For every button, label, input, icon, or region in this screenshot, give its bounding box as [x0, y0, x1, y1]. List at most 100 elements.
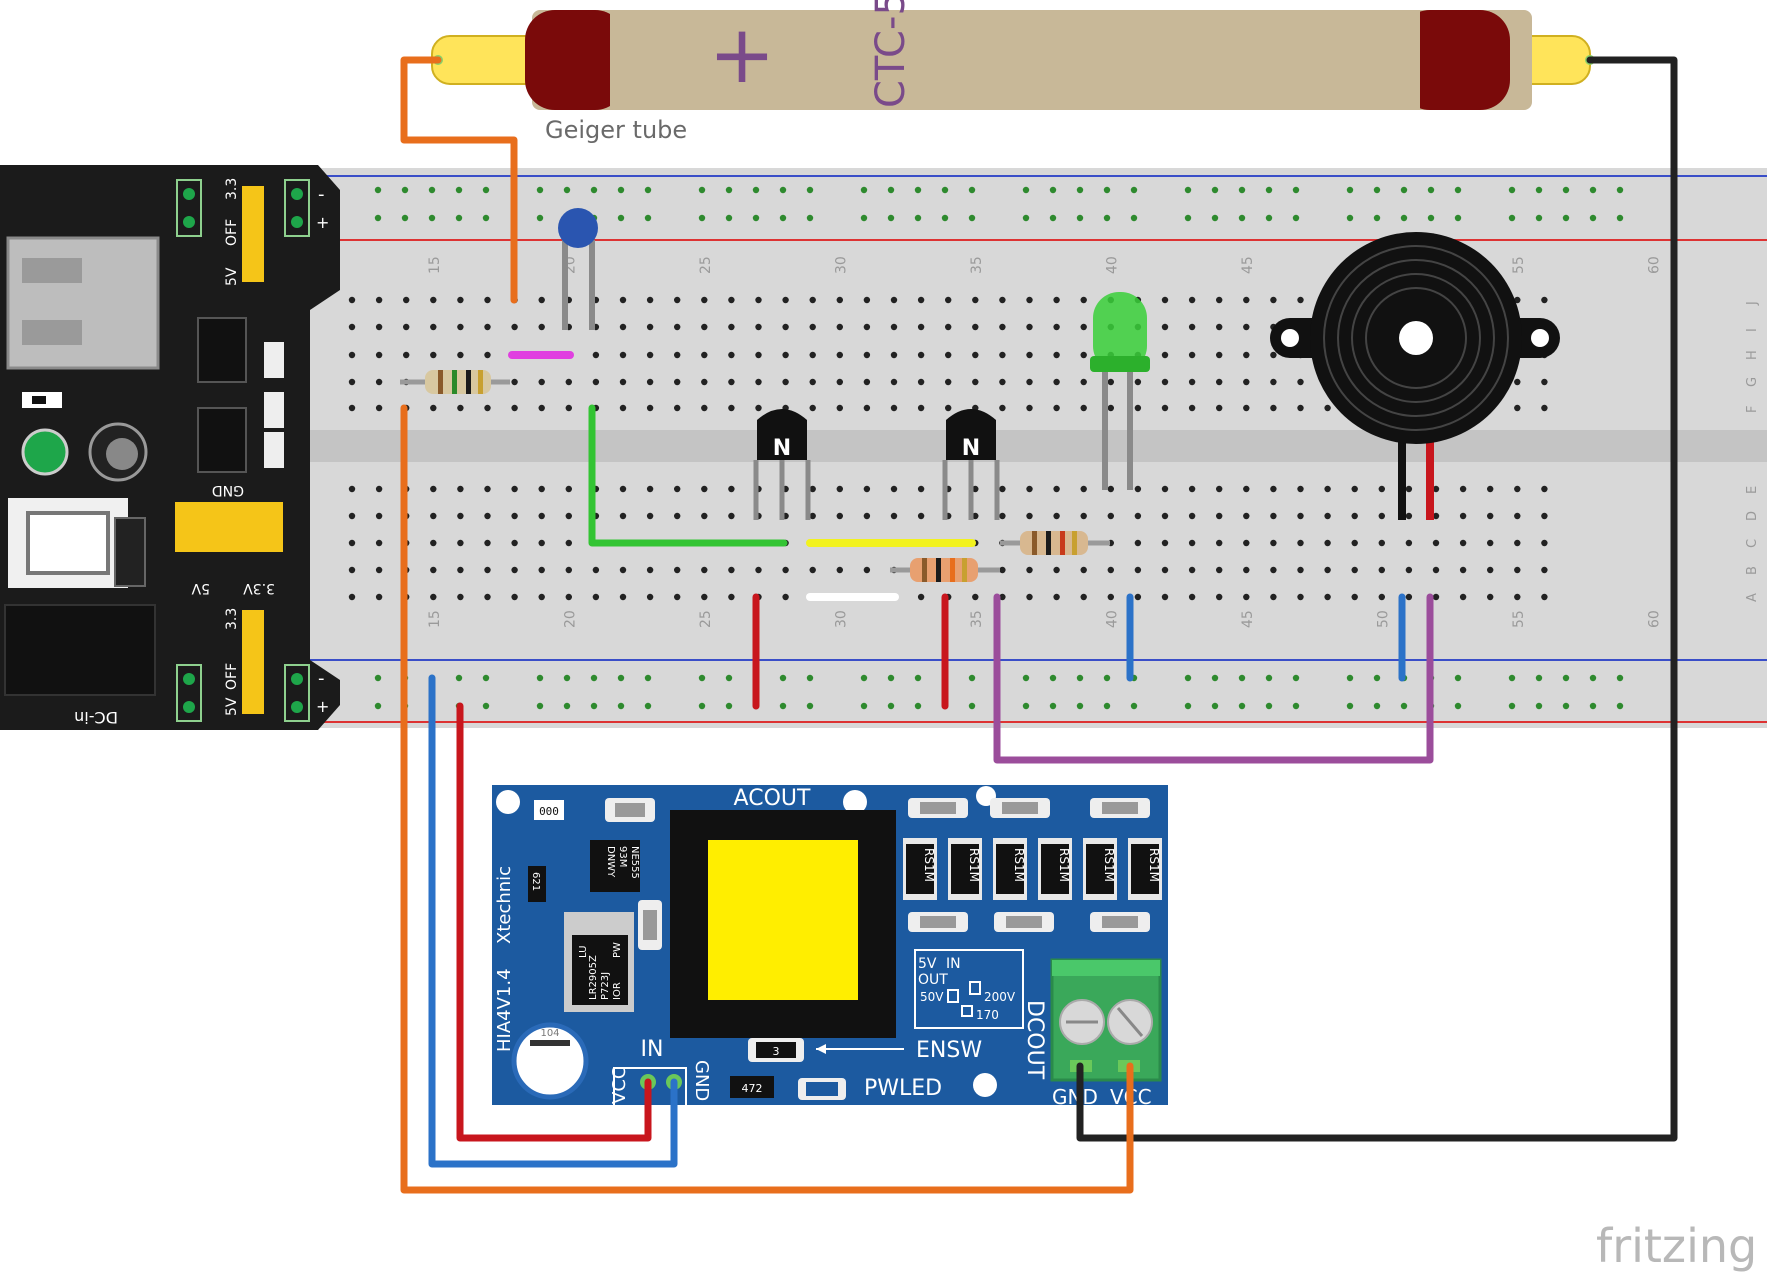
breadboard-hole [782, 593, 789, 601]
breadboard-hole [1188, 512, 1196, 520]
breadboard-hole [779, 186, 787, 194]
breadboard-hole [374, 186, 382, 194]
breadboard-hole [809, 296, 816, 304]
breadboard-hole [941, 186, 949, 194]
regulator-line-5: LU [578, 946, 589, 958]
breadboard-hole [755, 351, 762, 359]
breadboard-hole [1292, 186, 1300, 194]
breadboard-hole [511, 593, 518, 601]
rail-5v-label: 5V [191, 580, 210, 596]
breadboard-hole [1026, 296, 1033, 304]
breadboard-hole [860, 214, 868, 222]
breadboard-hole [999, 566, 1006, 574]
row-letter: J [1745, 301, 1760, 306]
breadboard-hole [999, 323, 1006, 331]
breadboard-hole [1243, 323, 1250, 331]
breadboard-hole [890, 323, 898, 331]
breadboard-hole [1238, 674, 1246, 682]
breadboard-hole [1188, 323, 1196, 331]
breadboard-hole [890, 296, 898, 304]
breadboard-hole [619, 296, 627, 304]
breadboard-hole [1080, 378, 1087, 386]
breadboard-hole [1134, 539, 1142, 547]
breadboard-hole [914, 214, 922, 222]
breadboard-hole [401, 186, 409, 194]
breadboard-hole [1107, 404, 1115, 412]
breadboard-hole [701, 351, 708, 359]
breadboard-hole [1103, 674, 1111, 682]
breadboard-hole [511, 512, 518, 520]
breadboard-hole [1076, 214, 1084, 222]
breadboard-hole [646, 566, 654, 574]
breadboard-hole [563, 186, 571, 194]
breadboard-hole [1541, 404, 1548, 412]
breadboard-hole [809, 378, 816, 386]
breadboard-hole [701, 323, 708, 331]
wire-black-tube [1076, 56, 1678, 1142]
diode-body [996, 844, 1024, 894]
gnd-header-label: GND [212, 482, 244, 498]
breadboard-hole [1346, 674, 1354, 682]
board-brand: Xtechnic [494, 866, 515, 944]
breadboard-hole [863, 323, 871, 331]
piezo-buzzer [1270, 232, 1560, 520]
breadboard-hole [701, 485, 708, 493]
breadboard-hole [1188, 378, 1196, 386]
breadboard-hole [646, 296, 654, 304]
breadboard-hole [484, 485, 491, 493]
power-led [21, 428, 69, 476]
breadboard-hole [914, 674, 922, 682]
breadboard-hole [972, 485, 979, 493]
breadboard-hole [538, 378, 545, 386]
breadboard-hole [945, 351, 952, 359]
rail-33v-label: 3.3V [243, 580, 275, 596]
breadboard-hole [644, 214, 652, 222]
breadboard-hole [863, 404, 871, 412]
breadboard-hole [836, 485, 843, 493]
dc-jack [4, 604, 156, 696]
breadboard-hole [565, 539, 572, 547]
usb-port [6, 236, 160, 370]
breadboard-hole [1107, 512, 1115, 520]
breadboard-hole [1161, 351, 1169, 359]
breadboard-hole [1161, 296, 1169, 304]
breadboard-hole [1454, 674, 1462, 682]
breadboard-hole [1103, 702, 1111, 710]
jumper-in: IN [946, 956, 961, 972]
row-letter: H [1745, 350, 1760, 360]
breadboard-hole [755, 566, 762, 574]
chip-line-1: NE555 [629, 846, 640, 879]
breadboard-hole [674, 351, 681, 359]
breadboard-hole [1514, 539, 1521, 547]
breadboard-hole [755, 404, 762, 412]
breadboard-hole [1616, 214, 1624, 222]
breadboard-hole [1103, 214, 1111, 222]
out-gnd-label: GND [1052, 1085, 1098, 1109]
breadboard-hole [806, 702, 814, 710]
breadboard-hole [779, 214, 787, 222]
breadboard-hole [945, 404, 952, 412]
breadboard-hole [917, 296, 925, 304]
breadboard-hole [1270, 378, 1277, 386]
breadboard-hole [619, 323, 627, 331]
breadboard-hole [1103, 186, 1111, 194]
column-number-bottom: 25 [698, 610, 714, 628]
breadboard-hole [1346, 186, 1354, 194]
breadboard-hole [1080, 593, 1087, 601]
breadboard-hole [1432, 485, 1440, 493]
breadboard-hole [836, 351, 843, 359]
breadboard-hole [482, 214, 490, 222]
breadboard-hole [348, 378, 356, 386]
breadboard-hole [1076, 186, 1084, 194]
breadboard-hole [752, 214, 760, 222]
breadboard-hole [1265, 186, 1273, 194]
breadboard-hole [1405, 539, 1413, 547]
breadboard-hole [375, 296, 383, 304]
breadboard-hole [1346, 214, 1354, 222]
jumper-200v: 200V [984, 990, 1016, 1004]
breadboard-hole [430, 593, 437, 601]
smd-3: 3 [773, 1045, 780, 1058]
breadboard-hole [482, 674, 490, 682]
breadboard-hole [863, 512, 871, 520]
